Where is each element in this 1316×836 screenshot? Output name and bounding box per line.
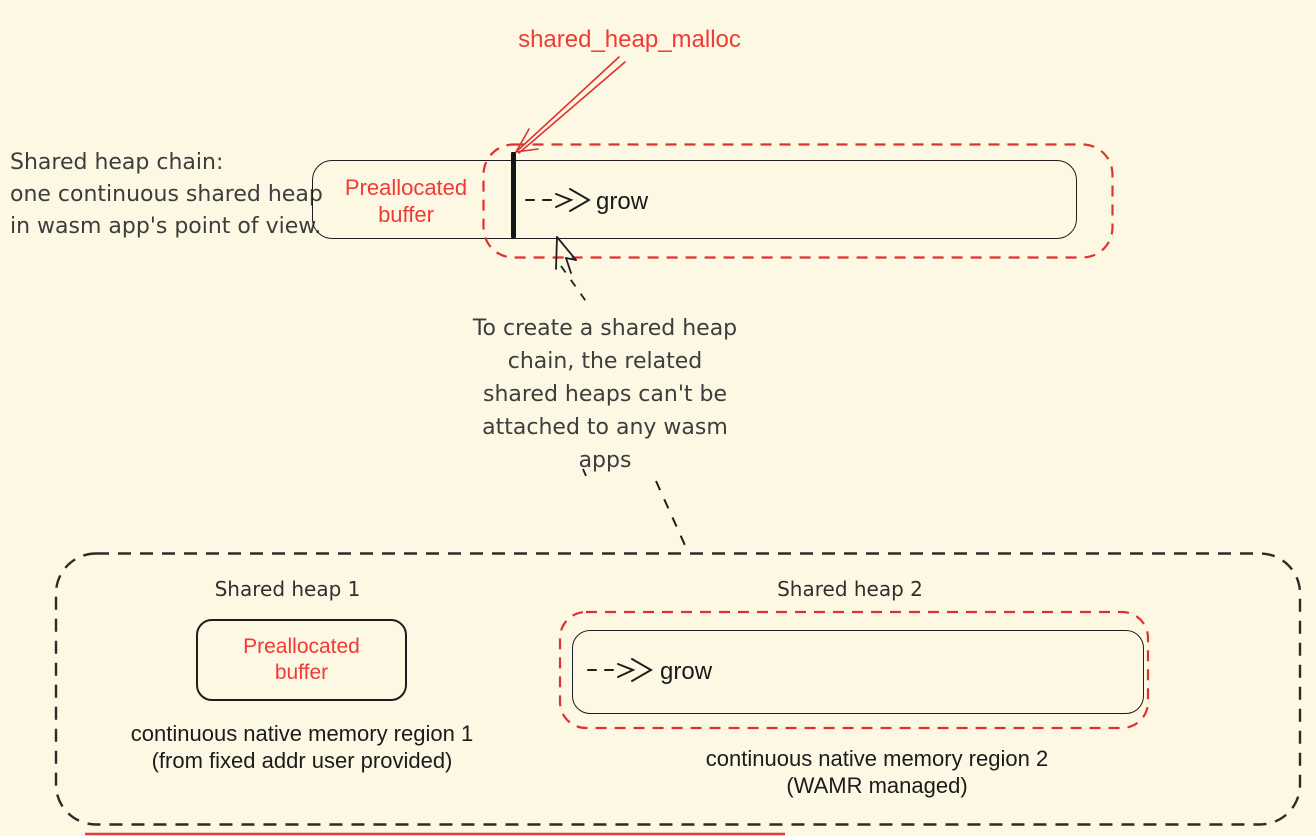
heap1-prealloc-box: Preallocated buffer bbox=[196, 619, 407, 701]
region1-caption: continuous native memory region 1 (from … bbox=[112, 721, 492, 774]
prealloc-line: buffer bbox=[274, 661, 329, 684]
create-note: To create a shared heap chain, the relat… bbox=[468, 312, 742, 477]
heap1-title: Shared heap 1 bbox=[214, 577, 361, 601]
region2-caption: continuous native memory region 2 (WAMR … bbox=[677, 746, 1077, 799]
prealloc-buffer-label-top: Preallocated buffer bbox=[316, 174, 496, 228]
create-note-line: chain, the related bbox=[507, 349, 703, 374]
create-note-line: To create a shared heap bbox=[472, 316, 738, 341]
region2-caption-line: (WAMR managed) bbox=[786, 772, 968, 798]
region2-caption-line: continuous native memory region 2 bbox=[705, 746, 1049, 771]
create-note-line: attached to any wasm bbox=[482, 415, 728, 440]
prealloc-line: buffer bbox=[378, 202, 434, 227]
malloc-arrow-icon bbox=[515, 56, 626, 154]
heap2-title: Shared heap 2 bbox=[777, 577, 923, 601]
connector-dashed-top bbox=[560, 265, 591, 308]
region1-caption-line: continuous native memory region 1 bbox=[130, 721, 474, 746]
create-note-line: shared heaps can't be bbox=[482, 382, 727, 407]
chain-note-line: one continuous shared heap bbox=[10, 182, 323, 207]
prealloc-line: Preallocated bbox=[344, 175, 468, 200]
connector-dashed-bottom bbox=[655, 480, 689, 553]
chain-note: Shared heap chain: one continuous shared… bbox=[10, 147, 332, 243]
heap-divider-bar bbox=[511, 152, 516, 238]
chain-note-line: Shared heap chain: bbox=[10, 150, 224, 175]
grow-label-bottom: grow bbox=[660, 658, 713, 685]
region1-caption-line: (from fixed addr user provided) bbox=[151, 747, 453, 773]
create-note-line: apps bbox=[578, 448, 632, 473]
chain-note-line: in wasm app's point of view. bbox=[10, 214, 322, 239]
grow-label-top: grow bbox=[596, 188, 649, 215]
prealloc-line: Preallocated bbox=[243, 635, 360, 658]
prealloc-buffer-label-bottom: Preallocated buffer bbox=[243, 634, 360, 686]
malloc-label: shared_heap_malloc bbox=[518, 26, 741, 53]
cursor-pointer-icon bbox=[555, 236, 577, 274]
heap2-box bbox=[572, 630, 1144, 714]
